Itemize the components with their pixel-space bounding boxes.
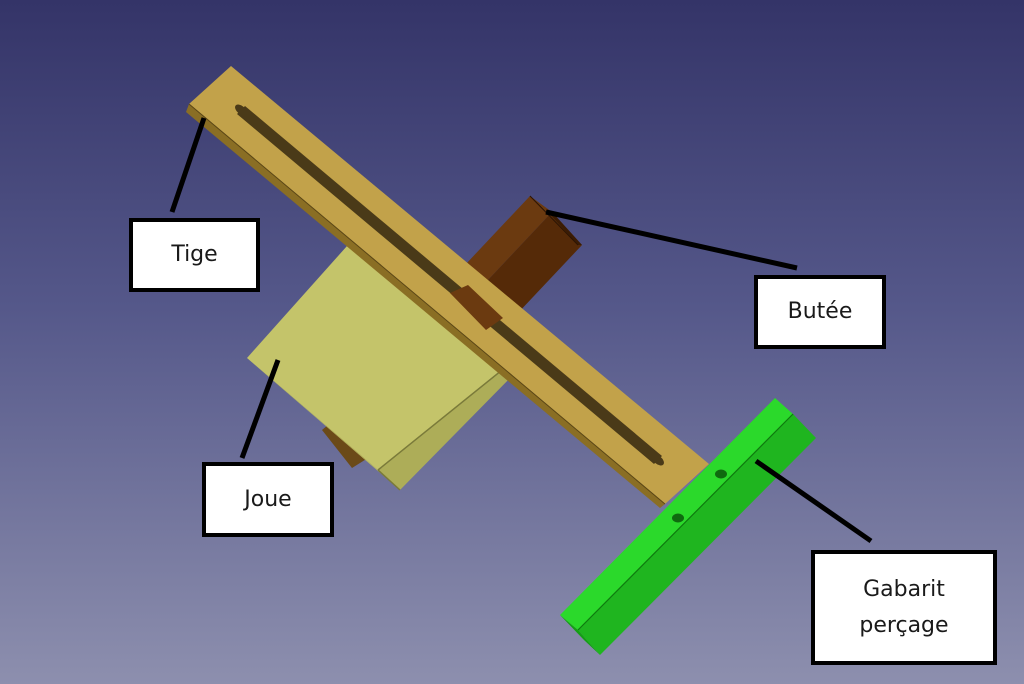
leader-butee <box>545 209 798 271</box>
tige-part <box>186 66 709 508</box>
leader-joue <box>239 359 281 459</box>
leader-tige <box>169 117 207 213</box>
label-gabarit: Gabarit perçage <box>811 550 997 665</box>
butee-part <box>465 195 582 314</box>
label-butee-text: Butée <box>787 299 853 325</box>
label-tige: Tige <box>129 218 260 292</box>
leader-gabarit <box>754 458 873 544</box>
joue-part <box>247 246 516 491</box>
label-gabarit-text: Gabarit perçage <box>859 577 949 638</box>
hole-2 <box>715 469 727 479</box>
hole-1 <box>672 513 684 523</box>
label-joue-text: Joue <box>244 486 292 512</box>
leader-lines <box>169 117 873 544</box>
label-joue: Joue <box>202 462 334 537</box>
gabarit-part <box>560 398 816 655</box>
label-butee: Butée <box>754 275 886 349</box>
label-tige-text: Tige <box>171 242 218 268</box>
